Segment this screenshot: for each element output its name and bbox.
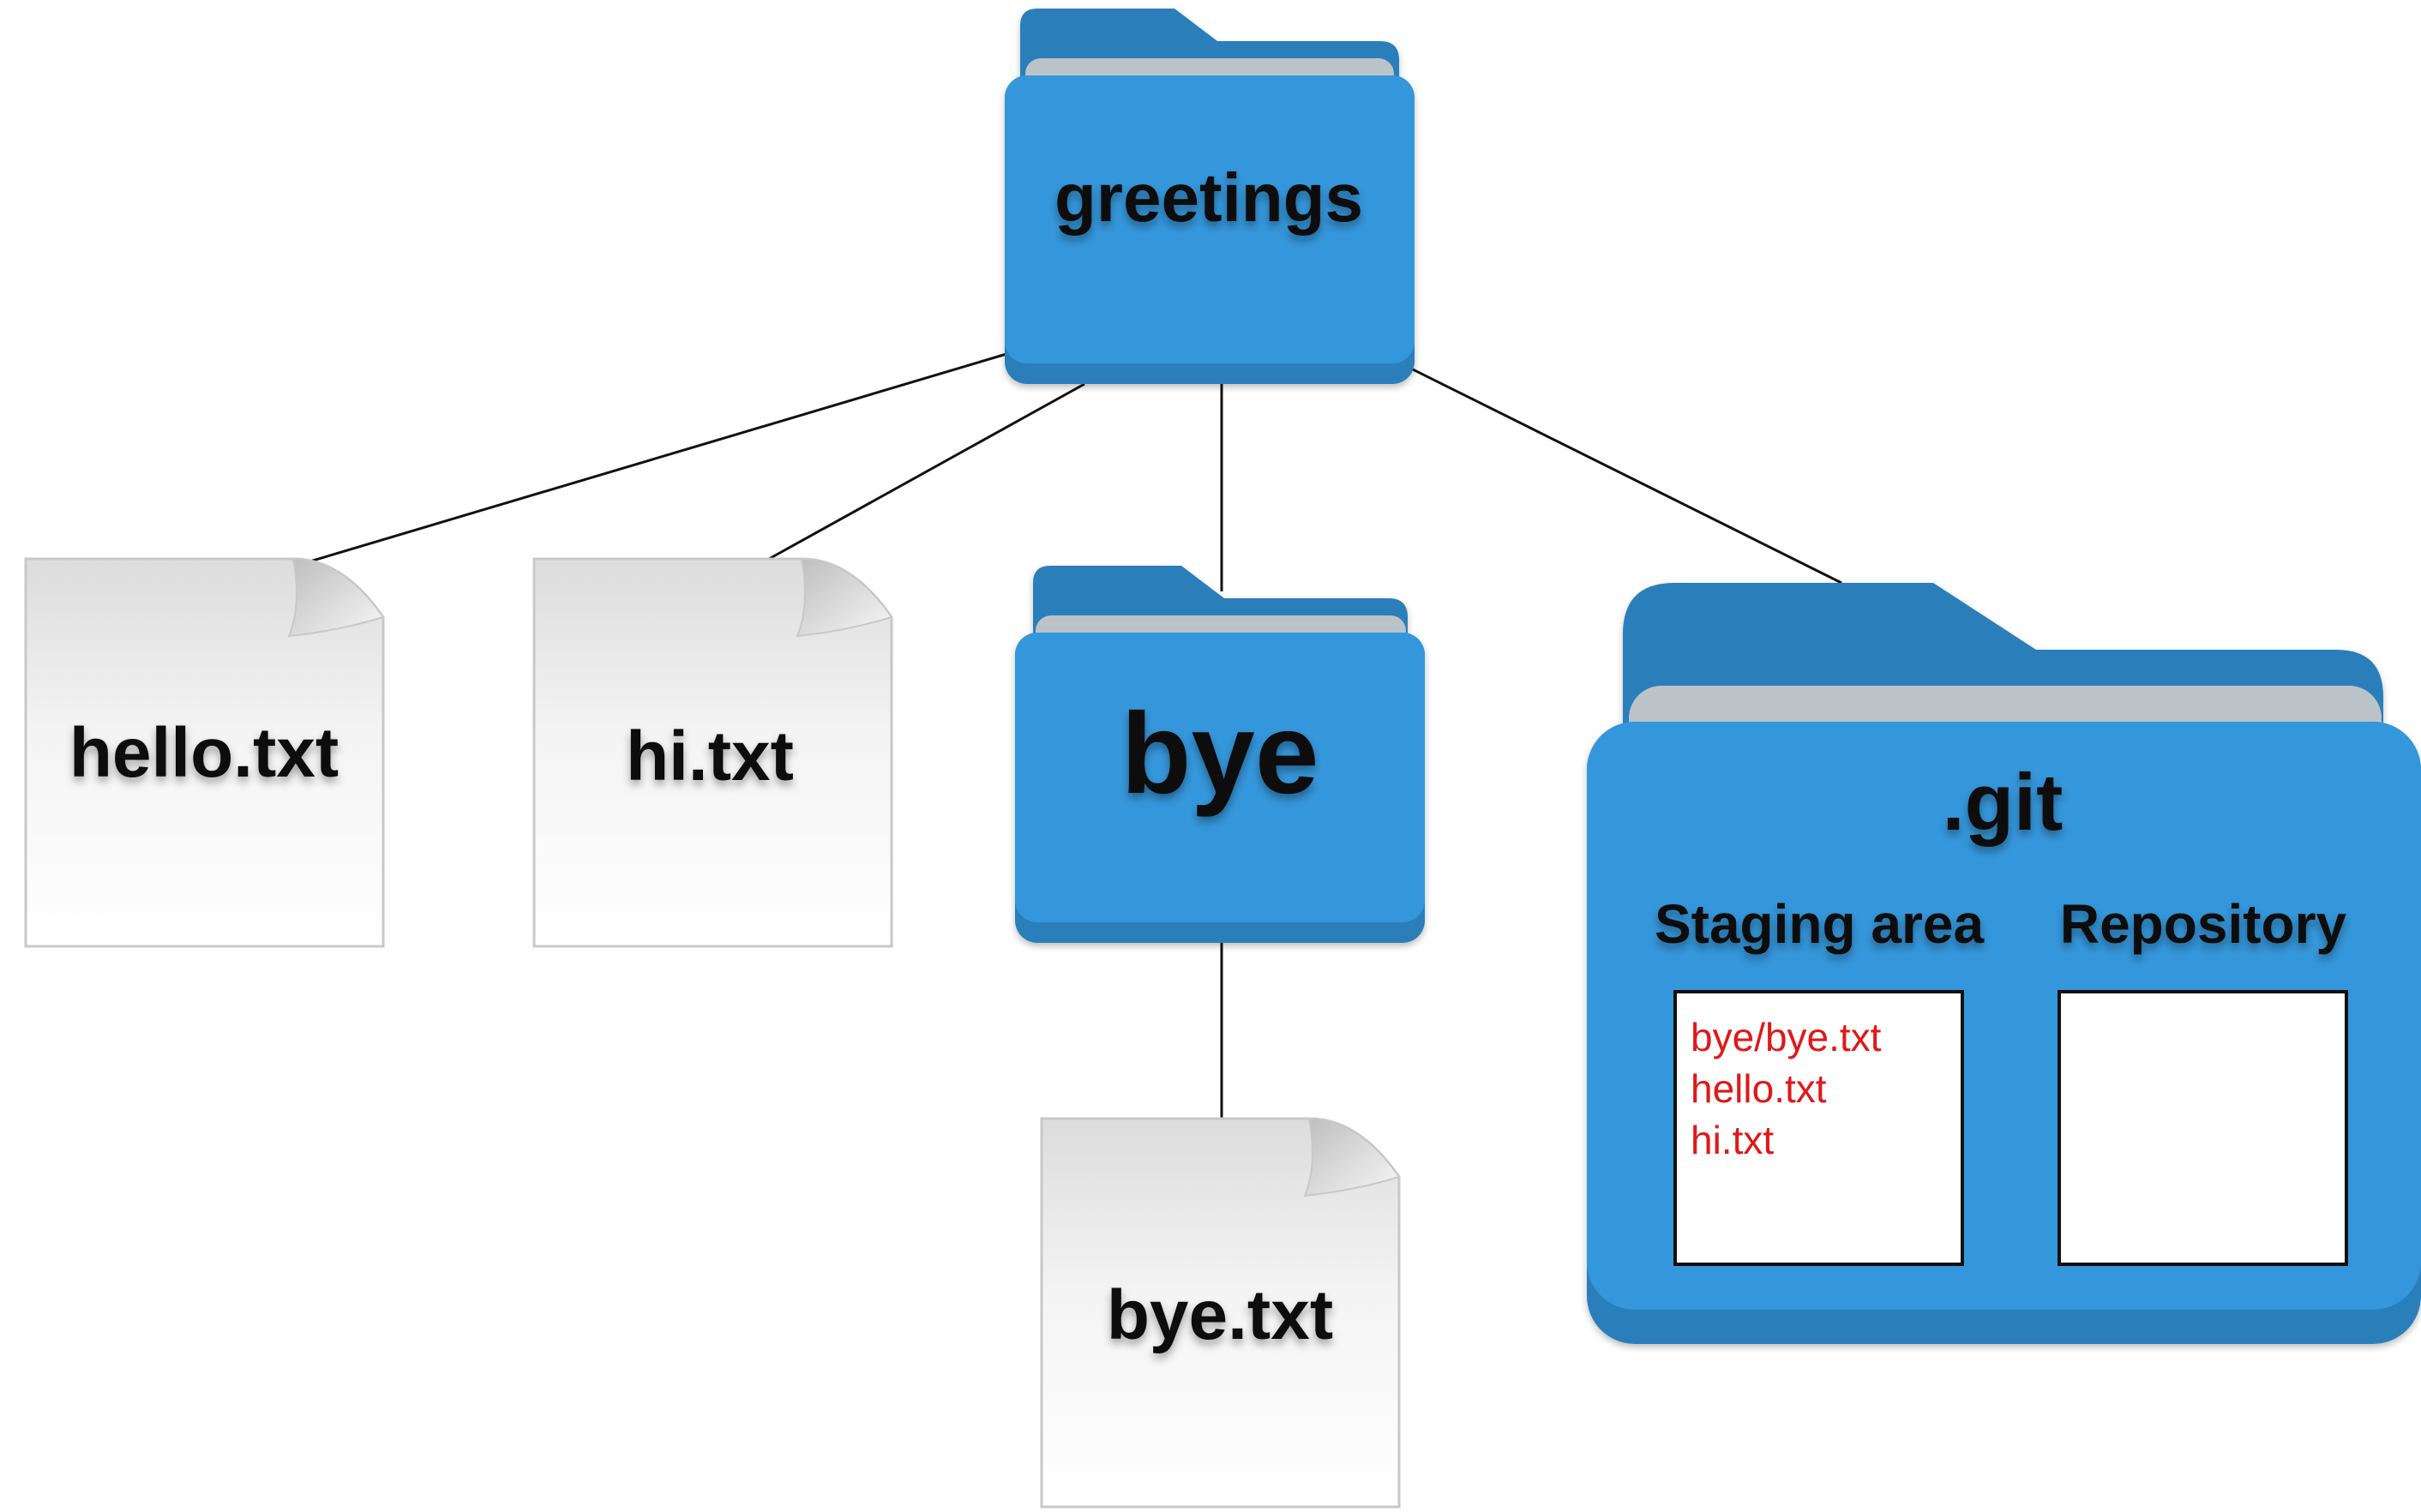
bye-folder-label: bye <box>1121 690 1319 818</box>
bye-txt-file[interactable]: bye.txt <box>1040 1117 1401 1509</box>
connector-greetings-hi <box>768 382 1085 561</box>
bye-txt-file-label: bye.txt <box>1107 1276 1333 1354</box>
staging-area-box: bye/bye.txt hello.txt hi.txt <box>1673 990 1964 1266</box>
staging-area-title: Staging area <box>1655 893 1985 955</box>
document-icon <box>532 557 893 948</box>
hi-file-label: hi.txt <box>626 717 794 795</box>
hello-file-label: hello.txt <box>69 714 339 792</box>
greetings-folder[interactable]: greetings <box>1005 9 1415 384</box>
git-folder[interactable]: .git Staging area Repository bye/bye.txt… <box>1587 583 2421 1344</box>
folder-icon <box>1005 9 1415 384</box>
staged-file-bye-bye-txt: bye/bye.txt <box>1691 1015 1882 1059</box>
folder-icon <box>1015 566 1425 943</box>
repository-box <box>2058 990 2348 1266</box>
document-icon <box>1040 1117 1401 1509</box>
greetings-folder-label: greetings <box>1054 159 1363 236</box>
connector-greetings-hello <box>289 352 1007 569</box>
tree-connectors <box>289 352 1842 1119</box>
staged-file-hello-txt: hello.txt <box>1691 1066 1827 1111</box>
connector-greetings-git <box>1410 367 1842 585</box>
document-icon <box>24 557 385 948</box>
hello-file[interactable]: hello.txt <box>24 557 385 948</box>
staged-file-hi-txt: hi.txt <box>1691 1118 1774 1162</box>
bye-folder[interactable]: bye <box>1015 566 1425 943</box>
hi-file[interactable]: hi.txt <box>532 557 893 948</box>
git-folder-label: .git <box>1943 757 2064 847</box>
repository-title: Repository <box>2060 893 2347 955</box>
